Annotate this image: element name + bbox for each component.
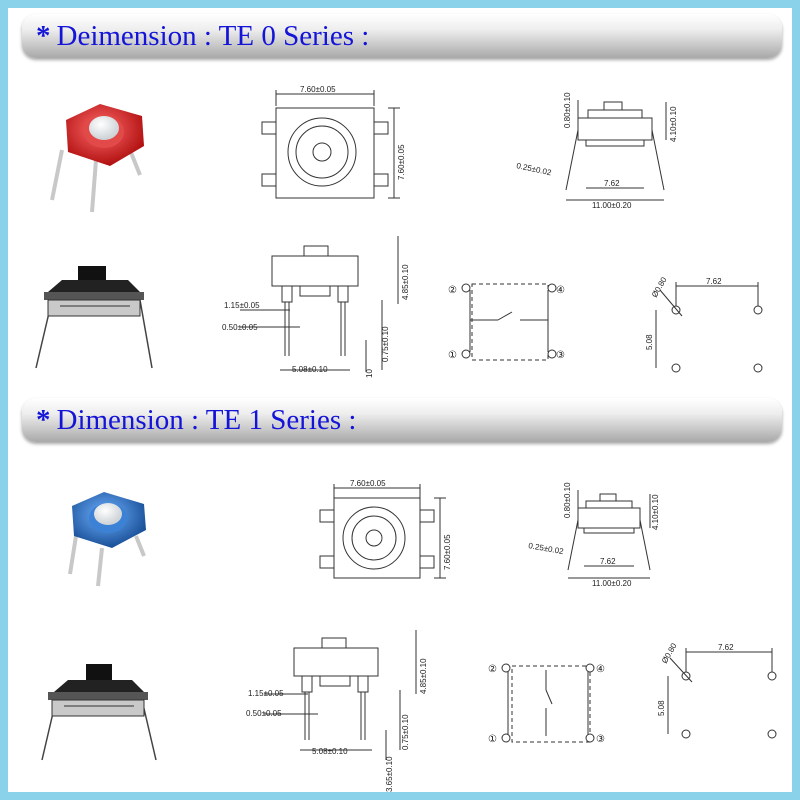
te1-footprint-x: 7.62 — [718, 643, 734, 652]
te0-standoff: 0.75±0.10 — [381, 326, 390, 362]
te1-pin-4: ④ — [596, 664, 605, 675]
section-banner-te1: *Dimension : TE 1 Series : — [22, 398, 782, 442]
section-title-te1: Dimension : TE 1 Series : — [56, 404, 357, 436]
te1-side-span: 11.00±0.20 — [592, 579, 632, 588]
te0-side-view — [565, 100, 667, 201]
te1-standoff: 0.75±0.10 — [401, 714, 410, 750]
te1-product-photo — [68, 492, 146, 587]
te1-lead-thickness: 0.25±0.02 — [528, 541, 565, 556]
te1-front-pitch: 5.08±0.10 — [312, 747, 348, 756]
te0-cross-section — [35, 266, 153, 369]
te0-footprint-y: 5.08 — [645, 334, 654, 350]
te0-front-view — [240, 236, 399, 372]
te0-hole-diameter: Ø0.80 — [650, 275, 669, 299]
te0-body-height: 4.10±0.10 — [669, 106, 678, 142]
te1-circuit-diagram — [501, 663, 595, 743]
te0-side-span: 11.00±0.20 — [592, 201, 632, 210]
te1-top-view — [319, 484, 446, 579]
te0-lead-length: 10 — [365, 369, 374, 378]
te0-pin-3: ③ — [556, 350, 565, 361]
te1-top-height: 7.60±0.05 — [443, 534, 452, 570]
section-title-te0: Deimension : TE 0 Series : — [56, 20, 370, 52]
te0-product-photo — [50, 104, 144, 213]
te1-side-view — [567, 490, 651, 579]
asterisk-icon: * — [36, 20, 51, 52]
section-banner-te0: *Deimension : TE 0 Series : — [22, 14, 782, 58]
te0-cap-height: 0.80±0.10 — [563, 92, 572, 128]
te0-footprint — [655, 282, 763, 373]
te0-front-height: 4.85±0.10 — [401, 264, 410, 300]
te1-footprint-y: 5.08 — [657, 700, 666, 716]
te1-pin-2: ② — [488, 664, 497, 675]
te0-front-pitch: 5.08±0.10 — [292, 365, 328, 374]
te0-top-view — [261, 90, 400, 199]
te1-footprint — [667, 648, 777, 739]
te1-top-width: 7.60±0.05 — [350, 479, 386, 488]
te0-pin-width-1: 1.15±0.05 — [224, 301, 260, 310]
te1-cross-section — [41, 664, 157, 761]
asterisk-icon: * — [36, 404, 51, 436]
te0-pin-4: ④ — [556, 285, 565, 296]
te1-lead-length: 3.65±0.10 — [385, 756, 394, 792]
te1-pin-3: ③ — [596, 734, 605, 745]
te1-pin-width-2: 0.50±0.05 — [246, 709, 282, 718]
te1-side-pitch: 7.62 — [600, 557, 616, 566]
te0-pin-1: ① — [448, 350, 457, 361]
te0-circuit-diagram — [461, 283, 557, 361]
te0-drawings: 7.60±0.05 7.60±0.05 0.80±0.10 4.10±0.10 … — [35, 85, 763, 378]
te1-cap-height: 0.80±0.10 — [563, 482, 572, 518]
te0-side-pitch: 7.62 — [604, 179, 620, 188]
te0-top-height: 7.60±0.05 — [397, 144, 406, 180]
te1-front-height: 4.85±0.10 — [419, 658, 428, 694]
te0-pin-width-2: 0.50±0.05 — [222, 323, 258, 332]
te0-lead-thickness: 0.25±0.02 — [516, 161, 553, 177]
te1-pin-width-1: 1.15±0.05 — [248, 689, 284, 698]
te1-front-view — [264, 630, 417, 760]
te0-footprint-x: 7.62 — [706, 277, 722, 286]
te1-pin-1: ① — [488, 734, 497, 745]
te0-pin-2: ② — [448, 285, 457, 296]
te1-drawings: 7.60±0.05 7.60±0.05 0.80±0.10 4.10±0.10 … — [41, 479, 777, 792]
te1-hole-diameter: Ø0.80 — [660, 641, 679, 665]
te1-body-height: 4.10±0.10 — [651, 494, 660, 530]
te0-top-width: 7.60±0.05 — [300, 85, 336, 94]
